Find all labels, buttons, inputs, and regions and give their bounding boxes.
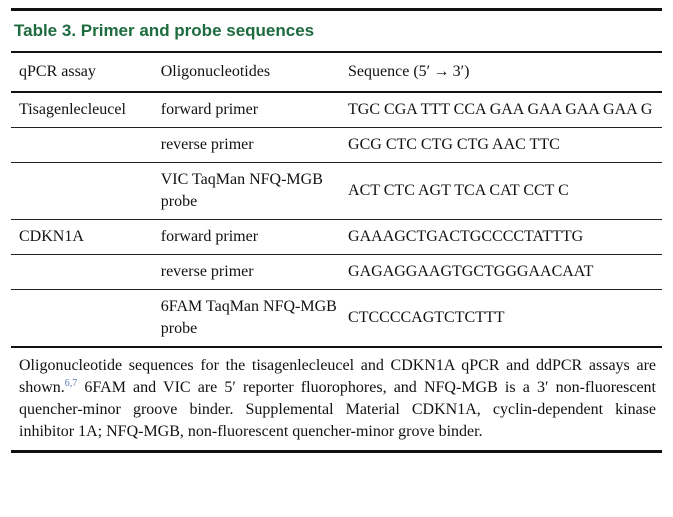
body-bottom-rule — [11, 346, 662, 348]
oligo-cell: 6FAM TaqMan NFQ-MGB probe — [152, 289, 341, 346]
assay-cell — [11, 127, 153, 163]
oligo-cell: forward primer — [152, 219, 341, 255]
primer-table: qPCR assay Oligonucleotides Sequence (5′… — [11, 53, 662, 91]
sequence-cell: CTCCCCAGTCTCTTT — [340, 289, 662, 346]
table-row: CDKN1A forward primer GAAAGCTGACTGCCCCTA… — [11, 219, 662, 255]
sequence-cell: TGC CGA TTT CCA GAA GAA GAA GAA G — [348, 101, 653, 118]
footnote-text-2: 6FAM and VIC are 5′ reporter fluorophore… — [19, 379, 656, 440]
table-row: 6FAM TaqMan NFQ-MGB probe CTCCCCAGTCTCTT… — [11, 289, 662, 346]
header-bottom-rule — [11, 91, 662, 93]
table-row: Tisagenlecleucel forward primer TGC CGA … — [11, 93, 662, 128]
sequence-cell: GAAAGCTGACTGCCCCTATTTG — [340, 219, 662, 255]
footnote-reference[interactable]: 6,7 — [64, 378, 78, 389]
top-rule — [11, 8, 662, 11]
header-top-rule — [11, 51, 662, 53]
assay-cell — [11, 162, 153, 220]
sequence-cell: ACT CTC AGT TCA CAT CCT C — [340, 162, 662, 220]
oligo-cell: reverse primer — [152, 127, 341, 163]
header-sequence: Sequence (5′ → 3′) — [348, 63, 470, 80]
oligo-cell: forward primer — [160, 101, 259, 118]
header-qpcr-assay: qPCR assay — [19, 63, 96, 80]
primer-table-body: Tisagenlecleucel forward primer TGC CGA … — [11, 93, 662, 346]
footnote-text-1: Oligonucleotide sequences for the tisage… — [19, 357, 656, 396]
table-footnote: Oligonucleotide sequences for the tisage… — [11, 348, 662, 450]
table-row: VIC TaqMan NFQ-MGB probe ACT CTC AGT TCA… — [11, 162, 662, 220]
bottom-rule — [11, 450, 662, 453]
sequence-cell: GAGAGGAAGTGCTGGGAACAAT — [340, 254, 662, 290]
oligo-cell: VIC TaqMan NFQ-MGB probe — [152, 162, 341, 220]
header-oligonucleotides: Oligonucleotides — [160, 63, 271, 80]
assay-cell: CDKN1A — [11, 219, 153, 255]
table-row: reverse primer GCG CTC CTG CTG AAC TTC — [11, 127, 662, 163]
table-title: Table 3. Primer and probe sequences — [14, 21, 315, 40]
table-container: Table 3. Primer and probe sequences qPCR… — [11, 8, 662, 453]
assay-cell: Tisagenlecleucel — [19, 101, 126, 118]
assay-cell — [11, 289, 153, 346]
sequence-cell: GCG CTC CTG CTG AAC TTC — [340, 127, 662, 163]
table-row: reverse primer GAGAGGAAGTGCTGGGAACAAT — [11, 254, 662, 290]
assay-cell — [11, 254, 153, 290]
table-header-row: qPCR assay Oligonucleotides Sequence (5′… — [11, 53, 662, 91]
oligo-cell: reverse primer — [152, 254, 341, 290]
